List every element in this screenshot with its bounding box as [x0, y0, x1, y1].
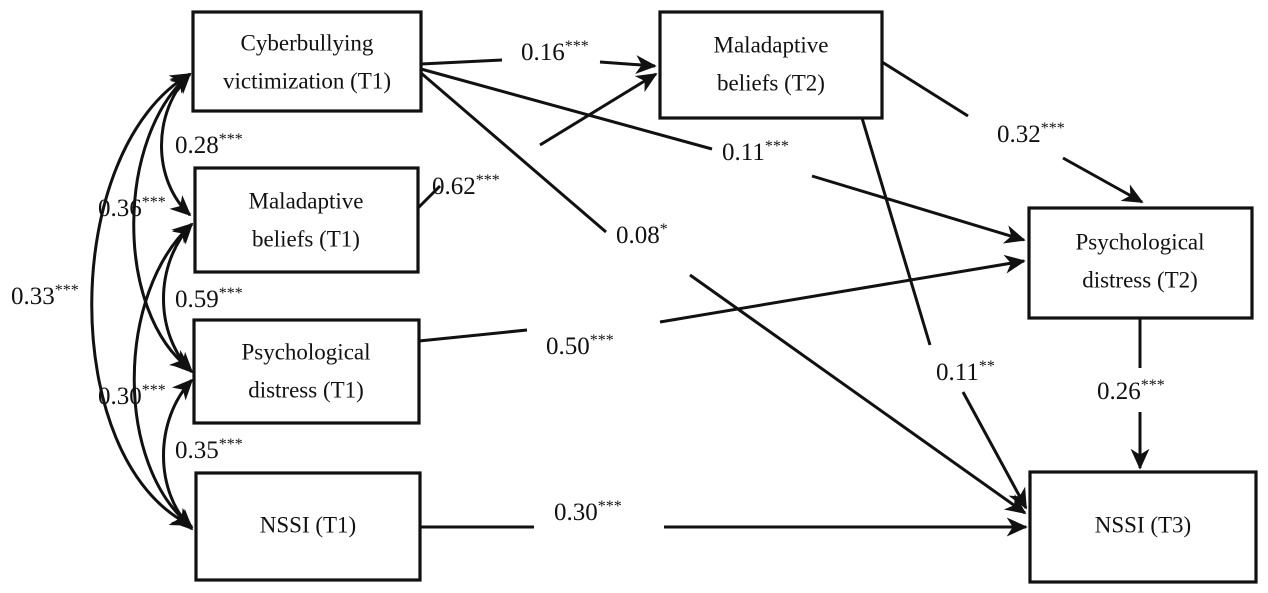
node-cyber-t1-rect[interactable] — [191, 10, 423, 113]
coef-label-016: 0.16*** — [521, 38, 589, 66]
path-cyber-t1-to-nssi-t3-arrowhead — [689, 273, 1027, 515]
coef-label-011-distress: 0.11*** — [722, 138, 789, 166]
node-nssi-t1[interactable]: NSSI (T1) — [194, 471, 422, 582]
node-nssi-t3-label: NSSI (T3) — [1095, 512, 1191, 537]
node-malad-t2-line1: Maladaptive — [714, 32, 829, 57]
coef-label-008: 0.08* — [616, 221, 668, 249]
node-distress-t1[interactable]: Psychological distress (T1) — [192, 318, 421, 425]
nodes-group: Cyberbullying victimization (T1) Maladap… — [191, 10, 1258, 584]
coef-label-030-corr: 0.30*** — [98, 382, 166, 410]
path-distress-t1-to-distress-t2-arrowhead — [659, 254, 1026, 324]
path-cyber-t1-to-malad-t2 — [420, 58, 503, 66]
path-malad-t2-to-nssi-t3 — [860, 117, 932, 346]
node-cyber-t1-line2: victimization (T1) — [223, 68, 391, 93]
node-nssi-t3[interactable]: NSSI (T3) — [1028, 470, 1258, 584]
node-distress-t2-rect[interactable] — [1027, 206, 1254, 320]
coef-label-026: 0.26*** — [1097, 377, 1165, 405]
coef-label-062: 0.62*** — [432, 172, 500, 200]
node-malad-t1-line2: beliefs (T1) — [252, 226, 360, 251]
node-malad-t2-rect[interactable] — [658, 10, 884, 120]
node-malad-t1-line1: Maladaptive — [249, 188, 364, 213]
corr-arc-cyber-nssi-t1 — [90, 72, 192, 527]
coef-label-033: 0.33*** — [11, 282, 79, 310]
node-distress-t2-line1: Psychological — [1075, 229, 1204, 254]
node-distress-t1-line1: Psychological — [241, 339, 370, 364]
node-distress-t2-line2: distress (T2) — [1082, 267, 1198, 292]
node-nssi-t1-rect[interactable] — [194, 471, 422, 582]
node-malad-t2-line2: beliefs (T2) — [717, 70, 825, 95]
path-cyber-t1-to-nssi-t3 — [420, 71, 607, 234]
node-nssi-t3-rect[interactable] — [1028, 470, 1258, 584]
coef-label-030: 0.30*** — [554, 498, 622, 526]
path-cyber-t1-to-distress-t2 — [420, 67, 713, 151]
coef-label-036: 0.36*** — [98, 194, 166, 222]
path-malad-t2-to-distress-t2-arrowhead — [1062, 156, 1144, 204]
node-malad-t1[interactable]: Maladaptive beliefs (T1) — [193, 166, 420, 274]
node-distress-t1-line2: distress (T1) — [248, 377, 364, 402]
coefficient-labels-group: 0.16*** 0.28*** 0.36*** 0.33*** 0.59*** … — [11, 38, 1165, 526]
node-cyber-t1[interactable]: Cyberbullying victimization (T1) — [191, 10, 423, 113]
coef-label-059: 0.59*** — [175, 285, 243, 313]
path-cyber-t1-to-distress-t2-arrowhead — [811, 174, 1026, 244]
path-malad-t1-to-malad-t2 — [416, 184, 442, 210]
corr-arc-malad-nssi-t1 — [132, 222, 194, 529]
path-cyber-t1-to-malad-t2-arrowhead — [599, 55, 657, 75]
node-distress-t2[interactable]: Psychological distress (T2) — [1027, 206, 1254, 320]
coef-label-035: 0.35*** — [175, 436, 243, 464]
node-nssi-t1-label: NSSI (T1) — [260, 512, 356, 537]
path-distress-t1-to-distress-t2 — [418, 328, 528, 343]
coef-label-011-nssi: 0.11** — [936, 358, 995, 386]
correlation-arcs-group — [90, 72, 194, 531]
coef-label-028: 0.28*** — [175, 131, 243, 159]
node-malad-t2[interactable]: Maladaptive beliefs (T2) — [658, 10, 884, 120]
path-malad-t2-to-distress-t2 — [881, 60, 969, 118]
coef-label-050: 0.50*** — [546, 332, 614, 360]
coef-label-032: 0.32*** — [997, 120, 1065, 148]
path-malad-t1-to-malad-t2-arrowhead — [539, 72, 658, 147]
node-distress-t1-rect[interactable] — [192, 318, 421, 425]
corr-arc-distress-nssi-t1 — [162, 378, 194, 531]
node-malad-t1-rect[interactable] — [193, 166, 420, 274]
corr-arc-cyber-distress-t1 — [132, 72, 192, 371]
node-cyber-t1-line1: Cyberbullying — [241, 30, 374, 55]
path-malad-t2-to-nssi-t3-arrowhead — [961, 391, 1028, 510]
directed-paths-group — [416, 55, 1150, 537]
